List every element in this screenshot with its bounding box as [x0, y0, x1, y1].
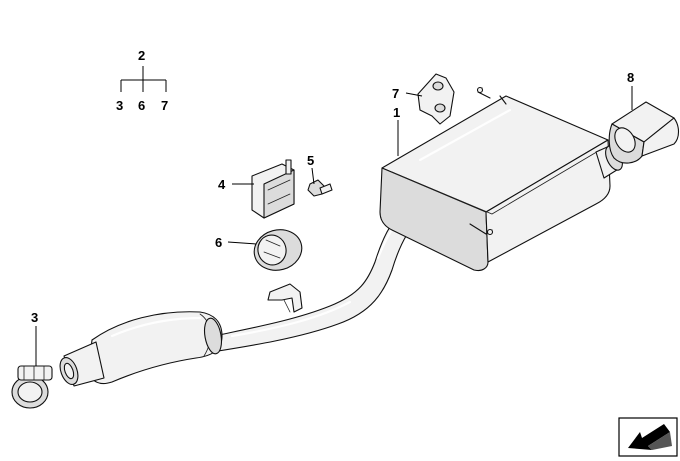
silencer-highlight: [418, 108, 512, 162]
callout-7: 7: [392, 86, 399, 101]
direction-arrow-icon: [628, 424, 670, 450]
bracket-tab: [285, 159, 292, 175]
front-pipe-opening: [63, 362, 75, 380]
callout-3: 3: [31, 310, 38, 325]
tailpipe-trim: [608, 101, 680, 164]
tailpipe-trim-opening: [614, 127, 636, 153]
connecting-pipe: [204, 207, 419, 353]
rear-silencer-side: [485, 139, 611, 263]
group-child-3-label: 3: [116, 98, 123, 113]
rear-silencer-seam: [391, 149, 601, 215]
callout-5: 5: [307, 153, 314, 168]
callout-8: 8: [627, 70, 634, 85]
callout-6: 6: [215, 235, 222, 250]
pipe-clamp: [11, 365, 53, 409]
bracket-ribs: [267, 179, 291, 205]
callout-numbers: 1 3 4 5 6 7 8: [31, 70, 634, 325]
pin-head-top: [476, 86, 484, 94]
pipe-hanger-rod: [283, 299, 291, 313]
group-child-6-label: 6: [138, 98, 145, 113]
silencer-top-lug: [499, 95, 507, 105]
clamp-bolt-block: [17, 365, 53, 381]
pipe-hanger-bracket: [267, 283, 303, 313]
tailpipe-trim-side: [641, 117, 680, 157]
hex-bolt: [307, 179, 333, 197]
group-parent-label: 2: [138, 48, 145, 63]
leader-5: [311, 167, 315, 185]
parts-group-legend: 2 3 6 7: [116, 48, 168, 113]
group-child-7-label: 7: [161, 98, 168, 113]
bolt-shank: [319, 183, 333, 195]
clamp-bolts: [23, 365, 45, 381]
rubber-hanger-hole-top: [432, 81, 444, 91]
pipe-highlight: [230, 300, 352, 338]
leader-6: [227, 241, 257, 245]
callout-1: 1: [393, 105, 400, 120]
clamp-opening: [17, 381, 43, 403]
rear-silencer-front: [379, 167, 489, 272]
front-pipe: [59, 206, 421, 387]
rear-silencer: [379, 86, 623, 272]
group-tree-lines: [120, 66, 167, 92]
pin-head-bottom: [486, 228, 494, 236]
rubber-hanger-body: [417, 73, 455, 125]
mounting-bracket: [251, 159, 295, 219]
direction-marker: [618, 417, 678, 457]
rubber-ring: [253, 229, 303, 271]
center-muffler-collar: [203, 317, 223, 355]
rubber-hanger: [417, 73, 455, 125]
direction-arrow-shadow: [648, 432, 672, 450]
rubber-ring-slots: [263, 239, 281, 259]
muffler-highlight: [110, 316, 202, 338]
callout-4: 4: [218, 177, 226, 192]
rubber-hanger-hole-bottom: [434, 103, 446, 113]
leader-lines: [35, 86, 633, 366]
leader-7: [405, 92, 423, 97]
